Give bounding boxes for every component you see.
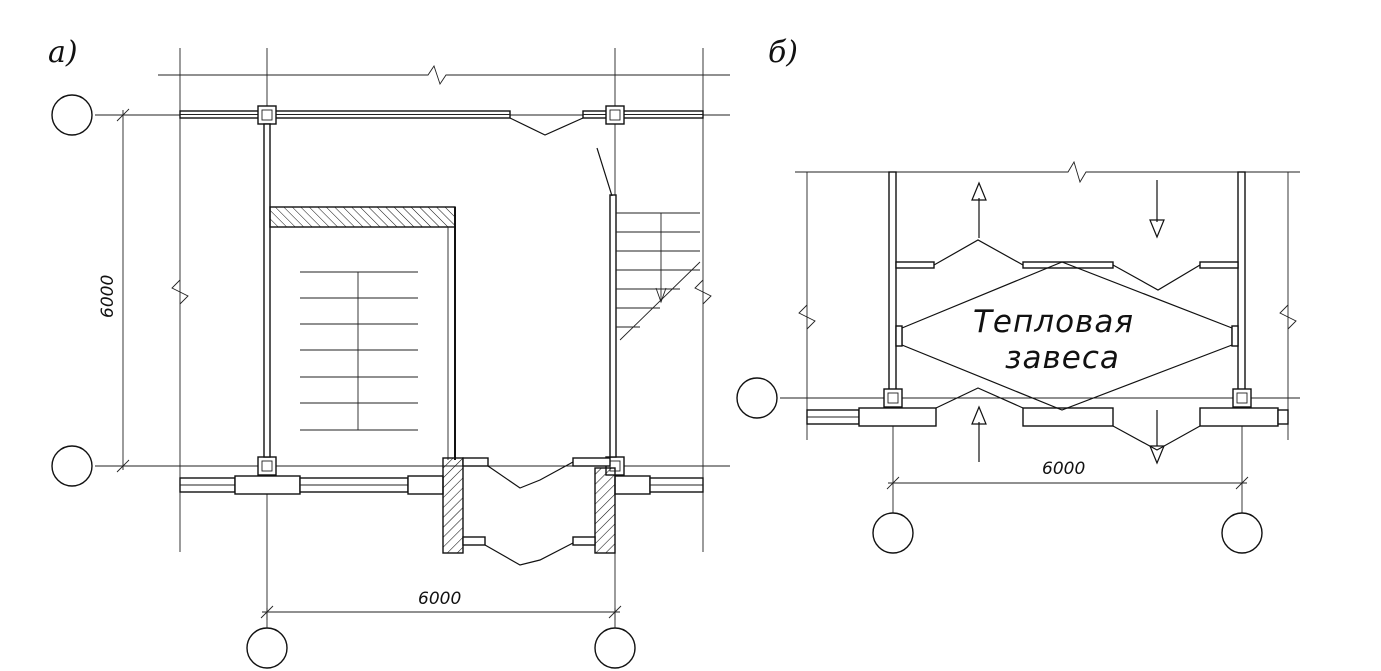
panel-a-label: а) — [48, 35, 78, 70]
partition-left-b — [888, 171, 897, 393]
stair-right-a — [616, 212, 701, 341]
stair-treads-a — [300, 271, 418, 431]
heat-curtain-label-line2: завеса — [1005, 340, 1120, 376]
column-bottom-left-a — [257, 456, 277, 476]
stair-landing-hatched — [269, 206, 456, 228]
partition-left-a — [263, 123, 271, 458]
column-left-b — [883, 388, 903, 408]
airflow-arrow-down-top — [1149, 180, 1165, 239]
axis-marker-left-b — [736, 377, 778, 419]
column-right-b — [1232, 388, 1252, 408]
dim-horizontal-b: 6000 — [1042, 459, 1085, 479]
break-line-top — [158, 64, 730, 86]
panel-a: а) 6000 6000 — [48, 35, 730, 669]
outer-door-right-b — [1112, 425, 1201, 451]
dim-horizontal-a: 6000 — [418, 589, 461, 609]
axis-marker-bottom-1-b — [872, 512, 914, 554]
axis-marker-bottom-1 — [246, 627, 288, 669]
airflow-arrow-down-bottom — [1149, 410, 1165, 465]
column-top-right-a — [605, 105, 625, 125]
axis-marker-bottom-left — [51, 445, 93, 487]
axis-marker-bottom-2-b — [1221, 512, 1263, 554]
axis-marker-bottom-2 — [594, 627, 636, 669]
partition-right-a — [609, 194, 617, 458]
vestibule-door-inner — [484, 542, 574, 566]
panel-b-label: б) — [768, 35, 798, 70]
top-door-swing-a — [509, 117, 584, 136]
heat-curtain-label-line1: Тепловая — [973, 304, 1134, 340]
partition-right-b — [1237, 171, 1246, 393]
outer-door-left-b — [935, 387, 1024, 409]
inner-door-left-b — [933, 239, 1024, 266]
bottom-wall-b — [806, 407, 1289, 427]
inner-door-right-b — [1112, 264, 1201, 291]
vestibule-wall-right — [594, 467, 616, 554]
vestibule-door-outer — [487, 461, 574, 489]
airflow-arrow-up-bottom — [971, 405, 987, 462]
column-top-left-a — [257, 105, 277, 125]
break-line-top-b — [795, 160, 1300, 184]
dim-vertical-a: 6000 — [98, 275, 118, 318]
vestibule-wall-left — [442, 457, 464, 554]
axis-marker-top-left — [51, 94, 93, 136]
panel-b: б) 6000 — [736, 35, 1300, 554]
bottom-wall-a — [179, 475, 704, 495]
airflow-arrow-up-top — [971, 181, 987, 238]
